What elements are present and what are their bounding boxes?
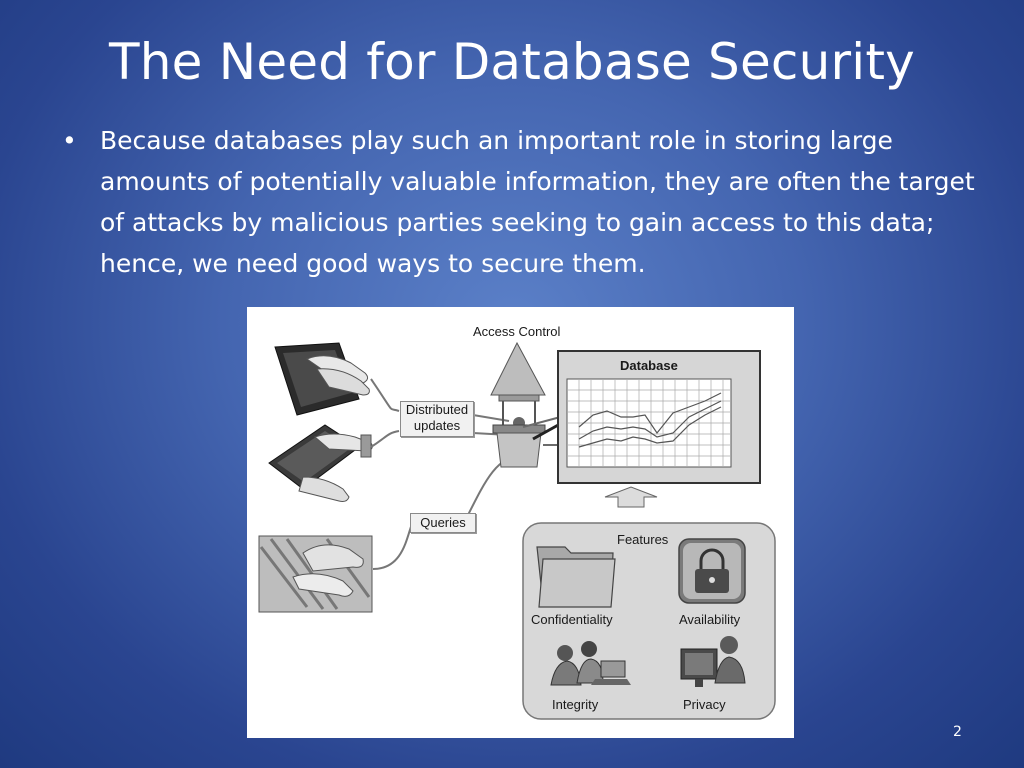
figure-illustration (258, 341, 776, 720)
features-label: Features (617, 532, 669, 547)
bullet-text: Because databases play such an important… (100, 126, 975, 278)
folder-icon (536, 546, 616, 608)
bullet-symbol: • (62, 126, 77, 155)
distributed-updates-box: Distributed updates (400, 401, 474, 437)
slide-title: The Need for Database Security (109, 33, 915, 91)
lock-icon (678, 538, 746, 604)
page-number: 2 (953, 724, 962, 740)
queries-box: Queries (410, 513, 476, 533)
database-security-figure: Access Control Database Distributed upda… (247, 307, 794, 738)
integrity-label: Integrity (552, 697, 599, 712)
availability-label: Availability (679, 612, 741, 627)
hands-files-photo (258, 535, 373, 613)
keyboard-typing-icon (274, 342, 370, 416)
confidentiality-label: Confidentiality (531, 612, 613, 627)
distributed-updates-line1: Distributed (405, 402, 469, 417)
people-laptop-icon (550, 641, 631, 686)
keyboard-typing-icon (268, 424, 373, 502)
distributed-updates-line2: updates (413, 418, 461, 433)
access-control-label: Access Control (473, 324, 561, 339)
database-chart-icon (557, 350, 761, 484)
person-monitor-icon (680, 636, 746, 687)
privacy-label: Privacy (683, 697, 726, 712)
access-control-booth-icon (490, 341, 546, 468)
database-label: Database (620, 358, 678, 373)
